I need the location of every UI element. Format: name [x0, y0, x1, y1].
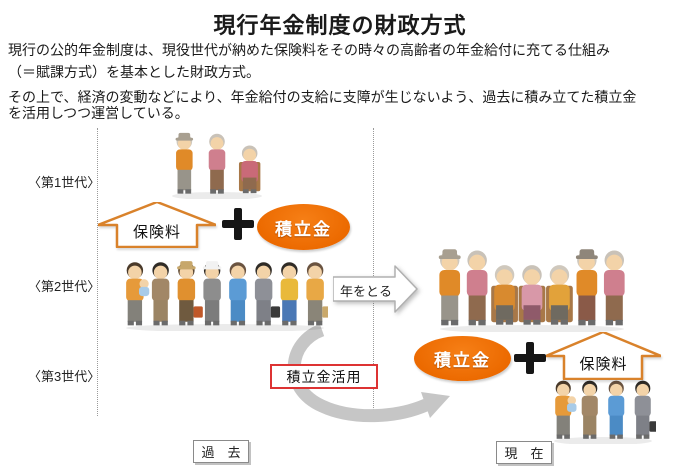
reserve-label-past: 積立金: [275, 219, 332, 239]
reserve-use-curved-arrow: [287, 323, 450, 423]
premium-up-arrow-past: 保険料: [98, 202, 216, 248]
reserve-fund-oval-past: 積立金: [257, 204, 350, 250]
plus-sign-past: [221, 206, 255, 240]
right-arrow-shape: [333, 265, 418, 313]
plus-bar-vertical: [234, 208, 242, 240]
intro-line-3: その上で、経済の変動などにより、年金給付の支給に支障が生じないよう、過去に積み立…: [8, 89, 637, 105]
premium-up-arrow-present: 保険料: [546, 332, 661, 380]
aging-label: 年をとる: [339, 284, 392, 299]
premium-label-past: 保険料: [132, 224, 181, 241]
elderly-group-illustration-present: [436, 242, 628, 332]
people-illustration: [126, 261, 328, 331]
plus-sign-present: [513, 340, 547, 374]
reserve-label-present: 積立金: [434, 351, 491, 370]
people-illustration: [438, 249, 625, 332]
plus-bar-vertical: [526, 342, 534, 374]
intro-text: 現行の公的年金制度は、現役世代が納めた保険料をその時々の高齢者の年金給付に充てる…: [8, 39, 676, 121]
generation-3-label: 〈第3世代〉: [28, 369, 101, 384]
timeline-divider-right: [373, 128, 374, 416]
page-title: 現行年金制度の財政方式: [213, 13, 467, 38]
intro-line-2: （＝賦課方式）を基本とした財政方式。: [8, 64, 260, 80]
timeline-divider-left: [97, 128, 98, 416]
up-arrow-shape: [98, 202, 216, 248]
reserve-fund-oval-present: 積立金: [414, 336, 511, 381]
past-box: 過 去: [193, 440, 249, 463]
up-arrow-shape: [546, 332, 661, 380]
people-illustration: [172, 132, 262, 199]
intro-line-4: を活用しつつ運営している。: [8, 105, 189, 121]
people-illustration: [554, 380, 656, 444]
intro-line-1: 現行の公的年金制度は、現役世代が納めた保険料をその時々の高齢者の年金給付に充てる…: [8, 42, 610, 58]
workers-group-illustration-past: [122, 255, 328, 331]
young-group-illustration-present: [550, 374, 656, 444]
present-box: 現 在: [496, 441, 552, 464]
aging-arrow: 年をとる: [333, 264, 421, 314]
premium-label-present: 保険料: [579, 356, 628, 373]
reserve-use-box: 積立金活用: [270, 364, 378, 389]
generation-2-label: 〈第2世代〉: [28, 279, 101, 294]
generation-1-label: 〈第1世代〉: [28, 175, 101, 190]
elderly-group-illustration-past: [168, 127, 266, 199]
